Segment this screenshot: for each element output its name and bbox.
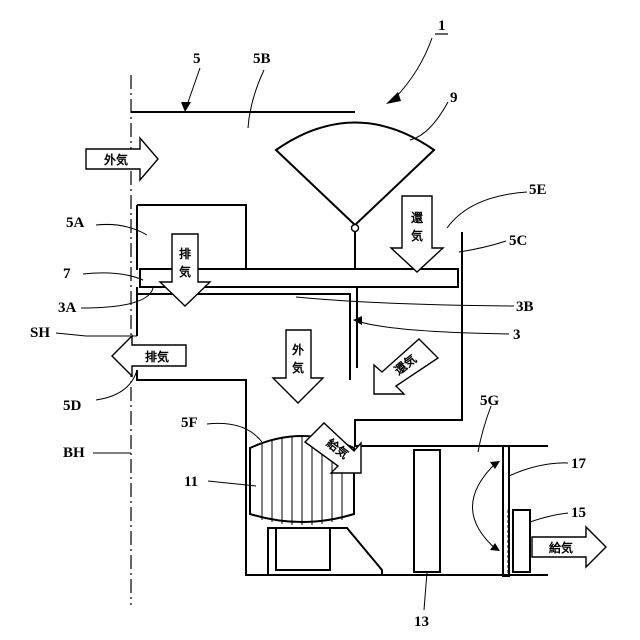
arrow-return-air: 還 気 [391,196,443,272]
label-13: 13 [414,614,429,630]
svg-text:還: 還 [411,210,424,225]
arrow-outside-air-in: 外気 [86,138,158,180]
svg-text:気: 気 [179,264,191,279]
label-5F: 5F [181,415,198,431]
svg-text:排: 排 [179,246,191,261]
fan-base [268,528,382,575]
svg-text:排気: 排気 [145,349,169,364]
label-3A: 3A [58,300,77,316]
damper-pivot [352,225,359,232]
label-15: 15 [571,505,586,521]
svg-text:外: 外 [292,342,304,357]
label-5C: 5C [509,233,527,249]
label-9: 9 [450,90,458,106]
label-BH: BH [63,445,85,461]
svg-text:気: 気 [411,228,423,243]
filter-13 [414,450,440,572]
arrow-supply-air-out: 給気 [532,527,606,567]
element-15 [513,510,530,572]
label-11: 11 [184,474,198,490]
label-5: 5 [193,51,201,67]
label-5G: 5G [480,393,500,409]
motor [276,528,330,570]
label-3: 3 [513,327,521,343]
leader-arrowhead-5 [181,102,191,112]
svg-text:外気: 外気 [104,152,128,167]
label-1: 1 [438,18,446,34]
label-SH: SH [30,325,50,341]
label-7: 7 [63,266,71,282]
label-17: 17 [571,456,587,472]
swing-arrowhead-bottom [490,543,500,551]
svg-text:気: 気 [292,360,304,375]
arrow-outside-air-down: 外 気 [273,330,323,403]
arrow-return-air-diagonal: 還気 [374,339,438,394]
swing-arrow [473,462,498,550]
label-5D: 5D [63,398,82,414]
label-5A: 5A [66,215,85,231]
label-3B: 3B [516,299,534,315]
partition-3 [137,294,350,380]
label-5B: 5B [253,51,271,67]
arrow-exhaust-out: 排気 [112,336,186,376]
label-5E: 5E [529,182,547,198]
svg-text:給気: 給気 [549,540,573,555]
